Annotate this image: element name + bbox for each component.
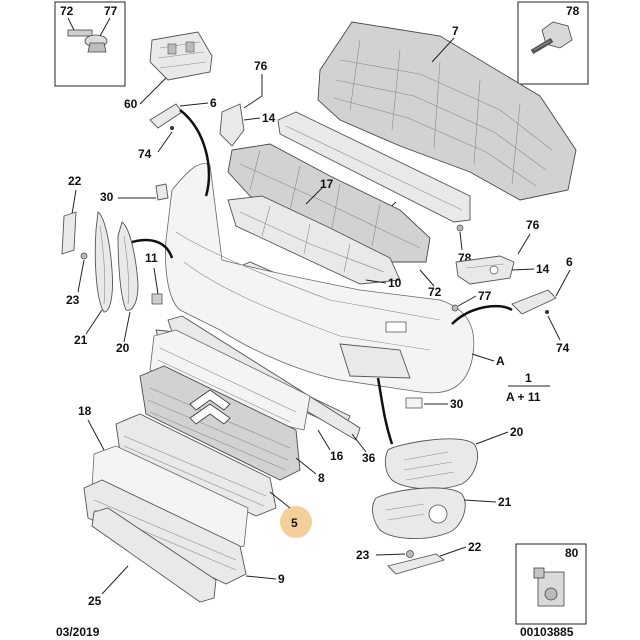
detail-box-78 — [517, 1, 589, 85]
bumper-shell-a-part — [165, 163, 475, 394]
callout-6-top: 6 — [210, 96, 217, 110]
callout-17: 17 — [320, 177, 334, 191]
callout-80-box: 80 — [565, 546, 579, 560]
callout-11: 11 — [145, 251, 158, 265]
clip-30-left-part — [155, 183, 169, 201]
callout-22-right: 22 — [468, 540, 482, 554]
grille-frame-part — [149, 329, 311, 431]
screw-icon — [530, 21, 573, 55]
bracket-6-right-part — [511, 289, 557, 315]
bracket-60-part — [149, 31, 213, 81]
assembly-note: 1 A + 11 — [506, 371, 550, 404]
callout-21-right: 21 — [498, 495, 512, 509]
bracket-14-right-part — [455, 255, 515, 285]
callout-25: 25 — [88, 594, 102, 608]
callout-74-right: 74 — [556, 341, 570, 355]
callout-36: 36 — [362, 451, 376, 465]
trim-22-right-part — [387, 553, 445, 575]
callout-a: A — [496, 354, 505, 368]
callout-5: 5 — [291, 516, 298, 530]
crossmember-2-part — [277, 111, 471, 223]
callout-76-right: 76 — [526, 218, 540, 232]
footer-reference: 00103885 — [520, 625, 574, 639]
detail-box-72-77 — [54, 1, 126, 87]
spoiler-25-part — [91, 507, 217, 603]
callout-14-right: 14 — [536, 262, 550, 276]
callout-21-left: 21 — [74, 333, 88, 347]
callout-14-top: 14 — [262, 111, 276, 125]
callout-16: 16 — [330, 449, 344, 463]
bracket-76-top-part — [219, 103, 245, 147]
callout-20-left: 20 — [116, 341, 130, 355]
callout-76-top: 76 — [254, 59, 268, 73]
callout-78-box: 78 — [566, 4, 580, 18]
trim-20-left-part — [117, 221, 139, 311]
wiring-loop-right — [451, 304, 513, 325]
wiring-loop-bottom — [376, 377, 394, 445]
bolt-washer-icon — [67, 29, 108, 53]
callout-6-right: 6 — [566, 255, 573, 269]
callout-60: 60 — [124, 97, 138, 111]
bezel-20-right-part — [384, 438, 478, 490]
detail-box-80 — [515, 543, 587, 625]
callout-a-plus-11: A + 11 — [506, 390, 541, 404]
callout-77-mid: 77 — [478, 289, 492, 303]
callout-23-right: 23 — [356, 548, 370, 562]
callout-5-highlight — [280, 506, 312, 538]
chevron-logo-icon — [189, 389, 231, 411]
callout-18: 18 — [78, 404, 92, 418]
callout-72-mid: 72 — [428, 285, 442, 299]
callout-72-box: 72 — [60, 4, 74, 18]
grille-8-part — [139, 365, 301, 481]
bezel-21-right-part — [372, 487, 466, 540]
callout-20-right: 20 — [510, 425, 524, 439]
callout-7: 7 — [452, 24, 459, 38]
wiring-loop-top — [179, 109, 211, 197]
callout-22-left: 22 — [68, 174, 82, 188]
callout-23-left: 23 — [66, 293, 80, 307]
upper-carrier-7-part — [317, 21, 577, 201]
callout-10: 10 — [388, 276, 402, 290]
trim-22-left-part — [61, 211, 77, 255]
callout-30-right: 30 — [450, 397, 464, 411]
footer-date: 03/2019 — [56, 625, 100, 639]
clip-23-right-part — [406, 550, 414, 558]
nut-77-mid-part — [451, 304, 459, 312]
clip-nut-icon — [533, 567, 565, 607]
bracket-6-top-part — [149, 103, 183, 129]
clip-23-left-part — [80, 252, 88, 260]
callout-1: 1 — [525, 371, 532, 385]
trim-21-left-part — [94, 211, 113, 313]
callout-30-left: 30 — [100, 190, 114, 204]
absorber-17-part — [227, 143, 431, 263]
callout-77-box: 77 — [104, 4, 118, 18]
callout-74-top: 74 — [138, 147, 152, 161]
callout-8: 8 — [318, 471, 325, 485]
sensor-11-part — [151, 293, 163, 305]
cover-30-right-part — [405, 397, 423, 409]
absorber-10-part — [227, 195, 401, 285]
callout-9: 9 — [278, 572, 285, 586]
screw-78-mid-part — [456, 224, 464, 232]
grille-5-part — [115, 413, 277, 517]
